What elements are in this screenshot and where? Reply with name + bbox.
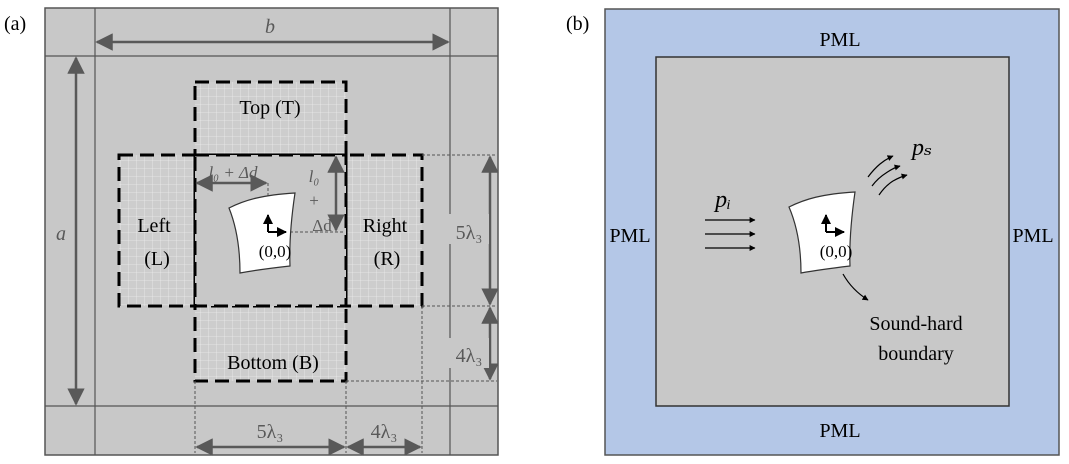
dim-5l-h-label: 5λ₃: [257, 421, 284, 443]
dim-b-label: b: [265, 16, 275, 38]
panel-a-tag: (a): [4, 13, 26, 35]
dim-a-label: a: [56, 223, 66, 245]
obstacle-shape: [228, 192, 296, 274]
origin-label-b: (0,0): [820, 242, 853, 261]
dim-plus-label: +: [309, 191, 319, 210]
dim-l0-v-label: l₀: [309, 167, 320, 186]
incident-label: pᵢ: [713, 187, 731, 213]
dim-4l-v-bg: [448, 338, 489, 368]
region-bottom-fill: [195, 306, 346, 381]
dim-5l-v-label: 5λ₃: [456, 222, 483, 244]
region-right-label-1: Right: [363, 215, 408, 237]
panel-a: (a) b a Top (T) Left (L) Right (R) Botto…: [4, 7, 499, 456]
scattered-label: pₛ: [910, 135, 932, 161]
region-left-fill: [119, 155, 195, 306]
region-left-label-2: (L): [144, 248, 170, 270]
dim-delta-v-label: Δd: [312, 216, 332, 235]
region-right-fill: [346, 155, 422, 306]
pml-left-label: PML: [609, 225, 650, 247]
region-right-label-2: (R): [374, 248, 401, 270]
origin-label-a: (0,0): [259, 242, 292, 261]
dim-4l-v-label: 4λ₃: [456, 345, 483, 367]
dim-l0-h-label: l₀ + Δd: [208, 163, 258, 182]
dim-5l-v-bg: [448, 214, 489, 244]
scattered-wave-1: [867, 155, 894, 178]
pml-bottom-label: PML: [819, 420, 860, 442]
boundary-label-1: Sound-hard: [869, 313, 962, 335]
pml-right-label: PML: [1012, 225, 1053, 247]
panel-b: (b) PML PML PML PML pᵢ (0,0) pₛ Sound-ha…: [566, 8, 1060, 456]
obstacle-shape-b: [788, 191, 856, 274]
region-bottom-label: Bottom (B): [227, 352, 319, 374]
boundary-label-2: boundary: [878, 343, 954, 365]
region-left-label-1: Left: [137, 215, 171, 237]
scattered-wave-3: [878, 173, 908, 196]
dim-4l-h-label: 4λ₃: [371, 421, 398, 443]
panel-b-tag: (b): [566, 13, 589, 35]
region-top-fill: [195, 82, 346, 155]
region-top-label: Top (T): [239, 97, 300, 119]
scattered-wave-2: [871, 164, 901, 187]
pml-top-label: PML: [819, 29, 860, 51]
boundary-pointer: [842, 273, 869, 301]
